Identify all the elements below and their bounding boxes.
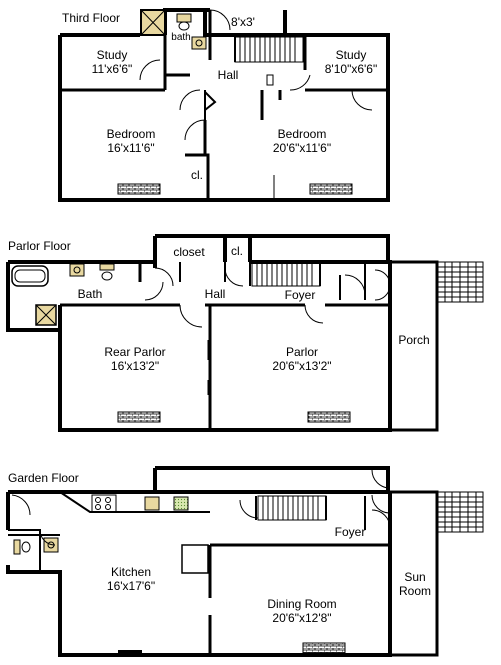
staircase-icon xyxy=(234,36,304,63)
room-label-rear-parlor: Rear Parlor 16'x13'2" xyxy=(104,345,166,373)
staircase-icon xyxy=(436,491,484,533)
toilet-icon xyxy=(176,13,192,31)
staircase-icon xyxy=(257,495,327,521)
sink-icon xyxy=(191,36,207,50)
staircase-icon xyxy=(436,261,484,303)
floor-title: Garden Floor xyxy=(8,471,79,485)
room-label-bath: bath xyxy=(171,32,191,43)
bathtub-icon xyxy=(11,265,49,287)
parlor-floor xyxy=(6,234,484,432)
floor-title: Third Floor xyxy=(62,11,121,25)
room-label-bedroom: Bedroom 16'x11'6" xyxy=(106,127,156,155)
stove-icon xyxy=(91,494,117,513)
door-swing-icon xyxy=(144,267,391,328)
fireplace-icon xyxy=(307,411,351,423)
sink-icon xyxy=(144,496,160,511)
room-label-sun-room: Sun Room xyxy=(398,570,431,598)
floor-title: Parlor Floor xyxy=(8,239,71,253)
toilet-icon xyxy=(13,539,31,555)
room-label-closet: cl. xyxy=(191,168,203,182)
room-label-porch: Porch xyxy=(398,333,430,347)
staircase-icon xyxy=(251,261,321,287)
sink-icon xyxy=(69,263,85,277)
room-label-closet-size: 8'x3' xyxy=(231,15,255,29)
room-label-kitchen: Kitchen 16'x17'6" xyxy=(106,565,156,593)
third-floor xyxy=(58,8,390,202)
room-label-closet: closet xyxy=(173,245,205,259)
fireplace-icon xyxy=(309,183,353,195)
dishwasher-icon xyxy=(173,496,189,511)
room-label-foyer: Foyer xyxy=(334,525,366,539)
fireplace-icon xyxy=(302,642,346,654)
room-label-bedroom: Bedroom 20'6"x11'6" xyxy=(272,127,332,155)
kitchen-island xyxy=(181,544,209,574)
fireplace-icon xyxy=(117,411,161,423)
room-label-study: Study 8'10"x6'6" xyxy=(324,48,378,76)
room-label-dining-room: Dining Room 20'6"x12'8" xyxy=(267,597,337,625)
room-label-hall: Hall xyxy=(204,287,226,301)
room-label-parlor: Parlor 20'6"x13'2" xyxy=(272,345,332,373)
room-label-bath: Bath xyxy=(77,287,103,301)
garden-floor xyxy=(6,466,484,657)
door-swing-icon xyxy=(139,9,373,141)
fireplace-icon xyxy=(117,183,161,195)
room-label-study: Study 11'x6'6" xyxy=(91,48,133,76)
toilet-icon xyxy=(99,263,115,281)
room-label-hall: Hall xyxy=(217,68,239,82)
room-label-cl: cl. xyxy=(231,244,243,258)
room-label-foyer: Foyer xyxy=(284,288,316,302)
door-swing-icon xyxy=(11,469,391,546)
